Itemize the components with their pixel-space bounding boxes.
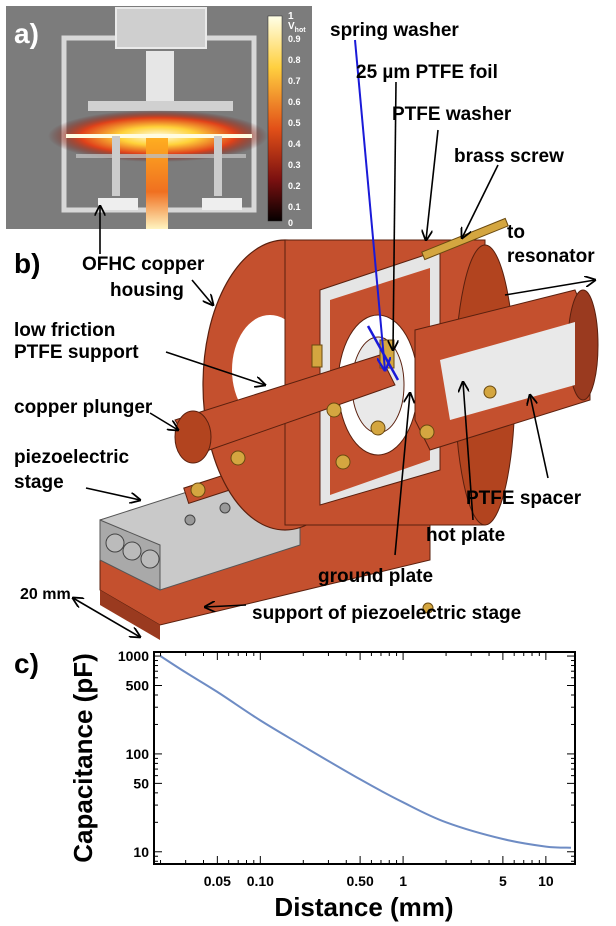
- colorbar-tick-label: 0.6: [288, 97, 301, 107]
- label-ptfe-foil: 25 µm PTFE foil: [356, 62, 498, 83]
- label-stage-support: support of piezoelectric stage: [252, 603, 522, 624]
- colorbar-tick-label: 0: [288, 218, 294, 228]
- copper-plunger-body: [174, 354, 396, 464]
- y-axis-ticks: 10 50 100 500 1000: [118, 648, 575, 862]
- plot-frame: [153, 651, 576, 865]
- x-tick-label: 10: [538, 873, 554, 889]
- label-spring-washer: spring washer: [330, 20, 459, 41]
- colorbar-tick-label: 0.5: [288, 118, 301, 128]
- x-tick-label: 0.10: [247, 873, 274, 889]
- colorbar-tick-label: 0.7: [288, 76, 301, 86]
- label-ptfe-spacer: PTFE spacer: [466, 488, 582, 509]
- panel-c-label: c): [14, 648, 39, 679]
- y-axis-title: Capacitance (pF): [68, 653, 98, 863]
- label-ground-plate: ground plate: [318, 566, 434, 587]
- spring-washer-pointer: [354, 39, 385, 370]
- resonator-tube: [414, 289, 599, 451]
- label-ptfe-washer: PTFE washer: [392, 104, 512, 125]
- label-housing-line1: OFHC copper: [82, 254, 205, 275]
- x-tick-label: 0.50: [346, 873, 373, 889]
- x-axis-ticks: 0.05 0.10 0.50 1 5 10: [160, 652, 554, 889]
- colorbar-tick-label: 0.9: [288, 34, 301, 44]
- x-tick-label: 0.05: [204, 873, 231, 889]
- label-support-line1: low friction: [14, 320, 116, 341]
- x-tick-label: 5: [499, 873, 507, 889]
- panel-b-cutaway-drawing: [0, 39, 599, 640]
- label-hot-plate: hot plate: [426, 525, 506, 546]
- x-axis-title: Distance (mm): [274, 892, 453, 922]
- y-tick-label: 500: [126, 678, 150, 694]
- label-support-line2: PTFE support: [14, 342, 139, 363]
- y-tick-label: 50: [133, 775, 149, 791]
- x-tick-label: 1: [399, 873, 407, 889]
- capacitance-chart: 0.05 0.10 0.50 1 5 10 10 50 100 500 1000 Distance…: [68, 648, 576, 922]
- capacitance-curve: [159, 655, 572, 849]
- label-to: to: [507, 222, 525, 243]
- y-tick-label: 10: [133, 844, 149, 860]
- colorbar-tick-label: 0.4: [288, 139, 301, 149]
- colorbar-tick-label: 0.1: [288, 202, 301, 212]
- callout-arrows: [73, 81, 595, 637]
- colorbar-tick-label: 1 Vhot: [288, 11, 306, 35]
- label-housing-line2: housing: [110, 280, 184, 301]
- label-stage-line2: stage: [14, 472, 64, 493]
- label-copper-plunger: copper plunger: [14, 397, 153, 418]
- y-tick-label: 1000: [118, 648, 149, 664]
- label-brass-screw: brass screw: [454, 146, 564, 167]
- panel-a-simulation: 1 Vhot 0.9 0.8 0.7 0.6 0.5 0.4 0.3 0.2 0…: [6, 6, 312, 229]
- panel-a-label: a): [14, 18, 39, 49]
- panel-b-label: b): [14, 248, 41, 279]
- field-simulation-image: [6, 6, 312, 229]
- colorbar-tick-label: 0.2: [288, 181, 301, 191]
- label-scale-20mm: 20 mm: [20, 586, 71, 603]
- colorbar-tick-label: 0.8: [288, 55, 301, 65]
- colorbar-tick-label: 0.3: [288, 160, 301, 170]
- label-resonator: resonator: [507, 246, 595, 267]
- label-stage-line1: piezoelectric: [14, 447, 130, 468]
- y-tick-label: 100: [126, 746, 150, 762]
